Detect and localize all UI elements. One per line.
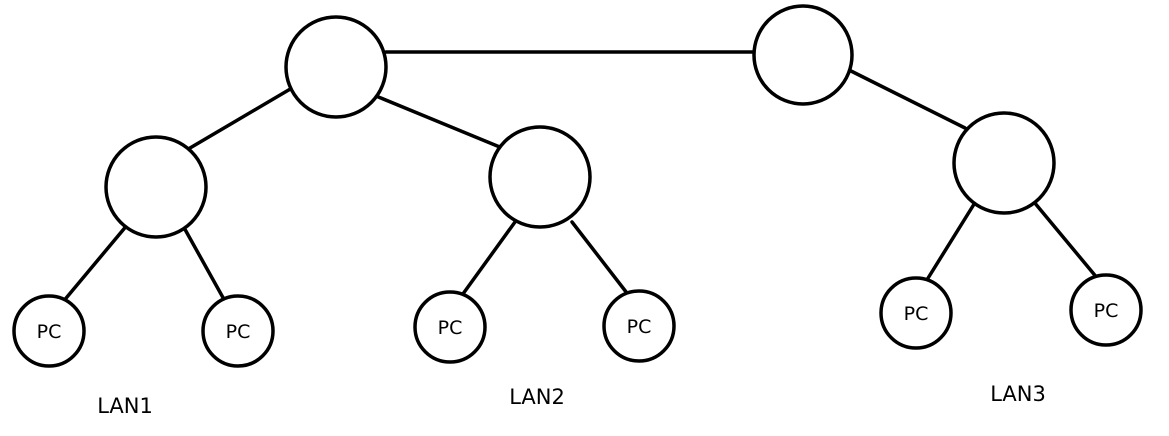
edge-switch-lan1-pc2 xyxy=(180,222,228,305)
pc-node-6: PC xyxy=(1069,273,1143,347)
pc-label: PC xyxy=(1094,300,1119,322)
pc-label: PC xyxy=(226,321,251,343)
lan-label-2: LAN2 xyxy=(509,385,565,409)
edge-switch-lan1-pc1 xyxy=(60,222,130,305)
edges xyxy=(60,50,1100,305)
edge-router2-switch-lan3 xyxy=(847,68,967,130)
router-node-1 xyxy=(284,15,388,119)
pc-node-5: PC xyxy=(879,276,953,350)
edge-switch-lan2-pc3 xyxy=(458,220,517,300)
pc-nodes: PC PC PC PC PC PC xyxy=(12,273,1143,368)
pc-node-circle xyxy=(879,276,953,350)
switch-node-lan2 xyxy=(488,125,592,229)
edge-switch-lan3-pc5 xyxy=(923,199,978,285)
pc-node-1: PC xyxy=(12,294,86,368)
pc-node-circle xyxy=(201,294,275,368)
edge-switch-lan2-pc4 xyxy=(570,220,632,299)
switch-node-lan1 xyxy=(104,135,208,239)
switch-node-lan3 xyxy=(952,111,1056,215)
pc-node-circle xyxy=(1069,273,1143,347)
lan-label-3: LAN3 xyxy=(990,382,1046,406)
pc-label: PC xyxy=(37,321,62,343)
pc-node-circle xyxy=(413,290,487,364)
pc-node-circle xyxy=(12,294,86,368)
pc-node-3: PC xyxy=(413,290,487,364)
pc-label: PC xyxy=(627,316,652,338)
nodes xyxy=(104,4,1056,239)
router-node-2 xyxy=(752,4,854,106)
pc-label: PC xyxy=(904,303,929,325)
pc-label: PC xyxy=(438,317,463,339)
edge-router1-switch-lan2 xyxy=(374,94,509,152)
lan-label-1: LAN1 xyxy=(97,394,153,418)
lan-labels: LAN1 LAN2 LAN3 xyxy=(97,382,1046,418)
edge-router1-switch-lan1 xyxy=(188,86,294,150)
edge-switch-lan3-pc6 xyxy=(1032,200,1100,281)
pc-node-2: PC xyxy=(201,294,275,368)
pc-node-circle xyxy=(602,289,676,363)
pc-node-4: PC xyxy=(602,289,676,363)
